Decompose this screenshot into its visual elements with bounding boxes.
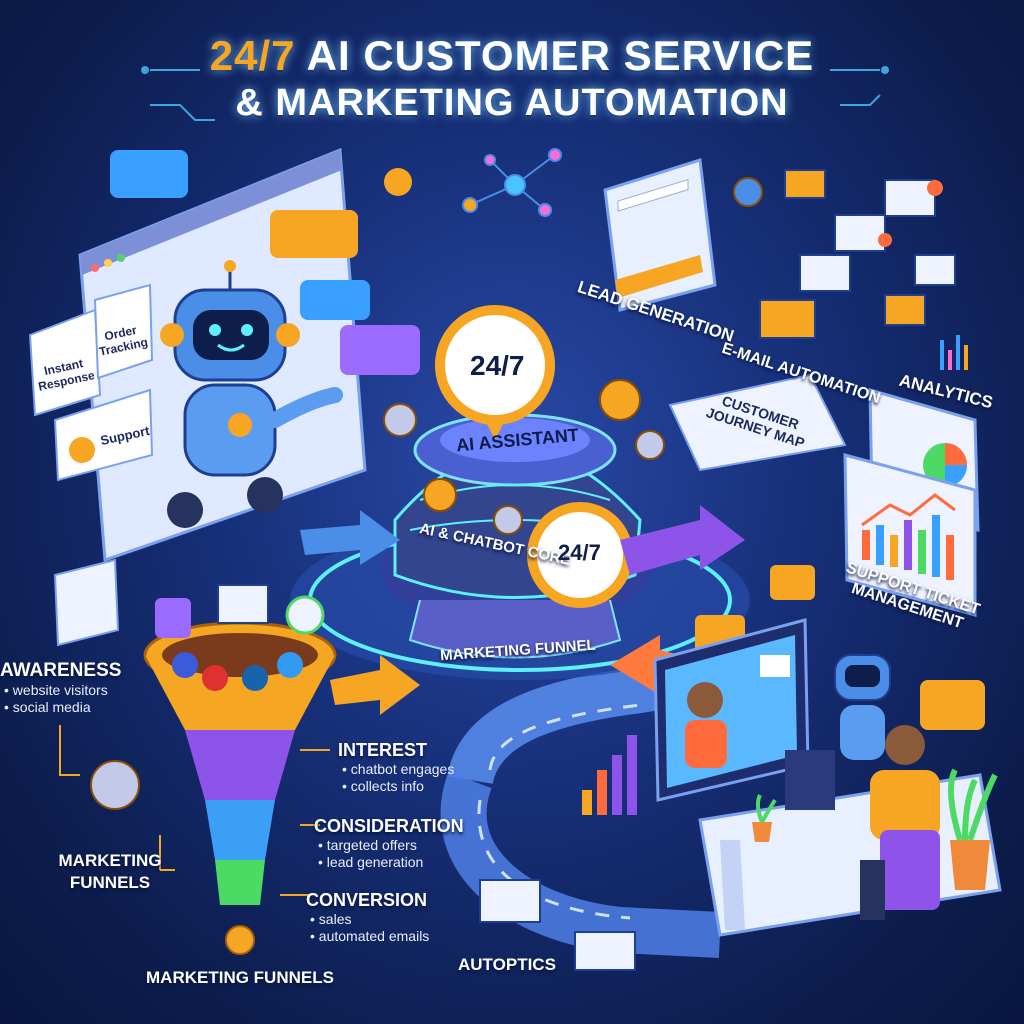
- robot-feature-cards: [28, 283, 154, 482]
- small-web-window: [53, 558, 120, 647]
- stage-interest: INTEREST chatbot engages collects info: [338, 740, 454, 795]
- title-line-1-rest: AI CUSTOMER SERVICE: [295, 32, 815, 79]
- support-desk-scene: [698, 654, 1002, 937]
- customer-journey-card: [668, 373, 847, 472]
- title-accent: 24/7: [209, 32, 296, 79]
- video-call-monitor: [653, 618, 810, 802]
- page-title-line-2: & MARKETING AUTOMATION: [235, 82, 789, 124]
- social-icons: [172, 652, 303, 691]
- stage-consideration-title: CONSIDERATION: [314, 816, 464, 836]
- stage-awareness-title: AWARENESS: [0, 660, 122, 681]
- stage-awareness-bullet: social media: [4, 699, 121, 716]
- stage-consideration: CONSIDERATION targeted offers lead gener…: [314, 816, 464, 871]
- stage-conversion-bullet: sales: [310, 911, 429, 928]
- network-nodes: [462, 148, 562, 217]
- funnel-connectors: [59, 725, 330, 896]
- stage-interest-bullet: chatbot engages: [342, 761, 455, 778]
- stage-awareness: AWARENESS website visitors social media: [0, 660, 121, 716]
- stage-interest-bullet: collects info: [342, 778, 454, 795]
- robot-icon: [160, 260, 343, 528]
- autoptics-label: AUTOPTICS: [458, 955, 556, 974]
- bar-chart-icon: [861, 493, 956, 580]
- page-title-line-1: 24/7 AI CUSTOMER SERVICE: [0, 32, 1024, 80]
- stage-awareness-bullet: website visitors: [4, 682, 121, 699]
- lead-generation-form: [603, 158, 717, 312]
- clock-top-label: 24/7: [470, 350, 525, 381]
- analytics-dashboard: [843, 335, 980, 617]
- marketing-funnel: [143, 584, 337, 955]
- stage-interest-title: INTEREST: [338, 740, 428, 760]
- bar-chart-icon-small: [582, 735, 637, 815]
- clock-side-label: 24/7: [558, 540, 601, 565]
- envelope-icons: [479, 169, 956, 971]
- stage-conversion-bullet: automated emails: [310, 928, 430, 945]
- clock-icon: [435, 305, 633, 608]
- stage-consideration-bullet: lead generation: [318, 854, 464, 871]
- marketing-funnels-bottom-label: MARKETING FUNNELS: [146, 968, 334, 987]
- chat-bubble-icons: [110, 150, 420, 375]
- stage-consideration-bullet: targeted offers: [318, 837, 464, 854]
- stage-conversion-title: CONVERSION: [306, 890, 428, 910]
- stage-conversion: CONVERSION sales automated emails: [306, 890, 429, 945]
- gear-icons: [90, 177, 763, 810]
- marketing-funnels-left-label: MARKETING FUNNELS: [58, 851, 162, 892]
- title-circuit-lines: [141, 66, 889, 121]
